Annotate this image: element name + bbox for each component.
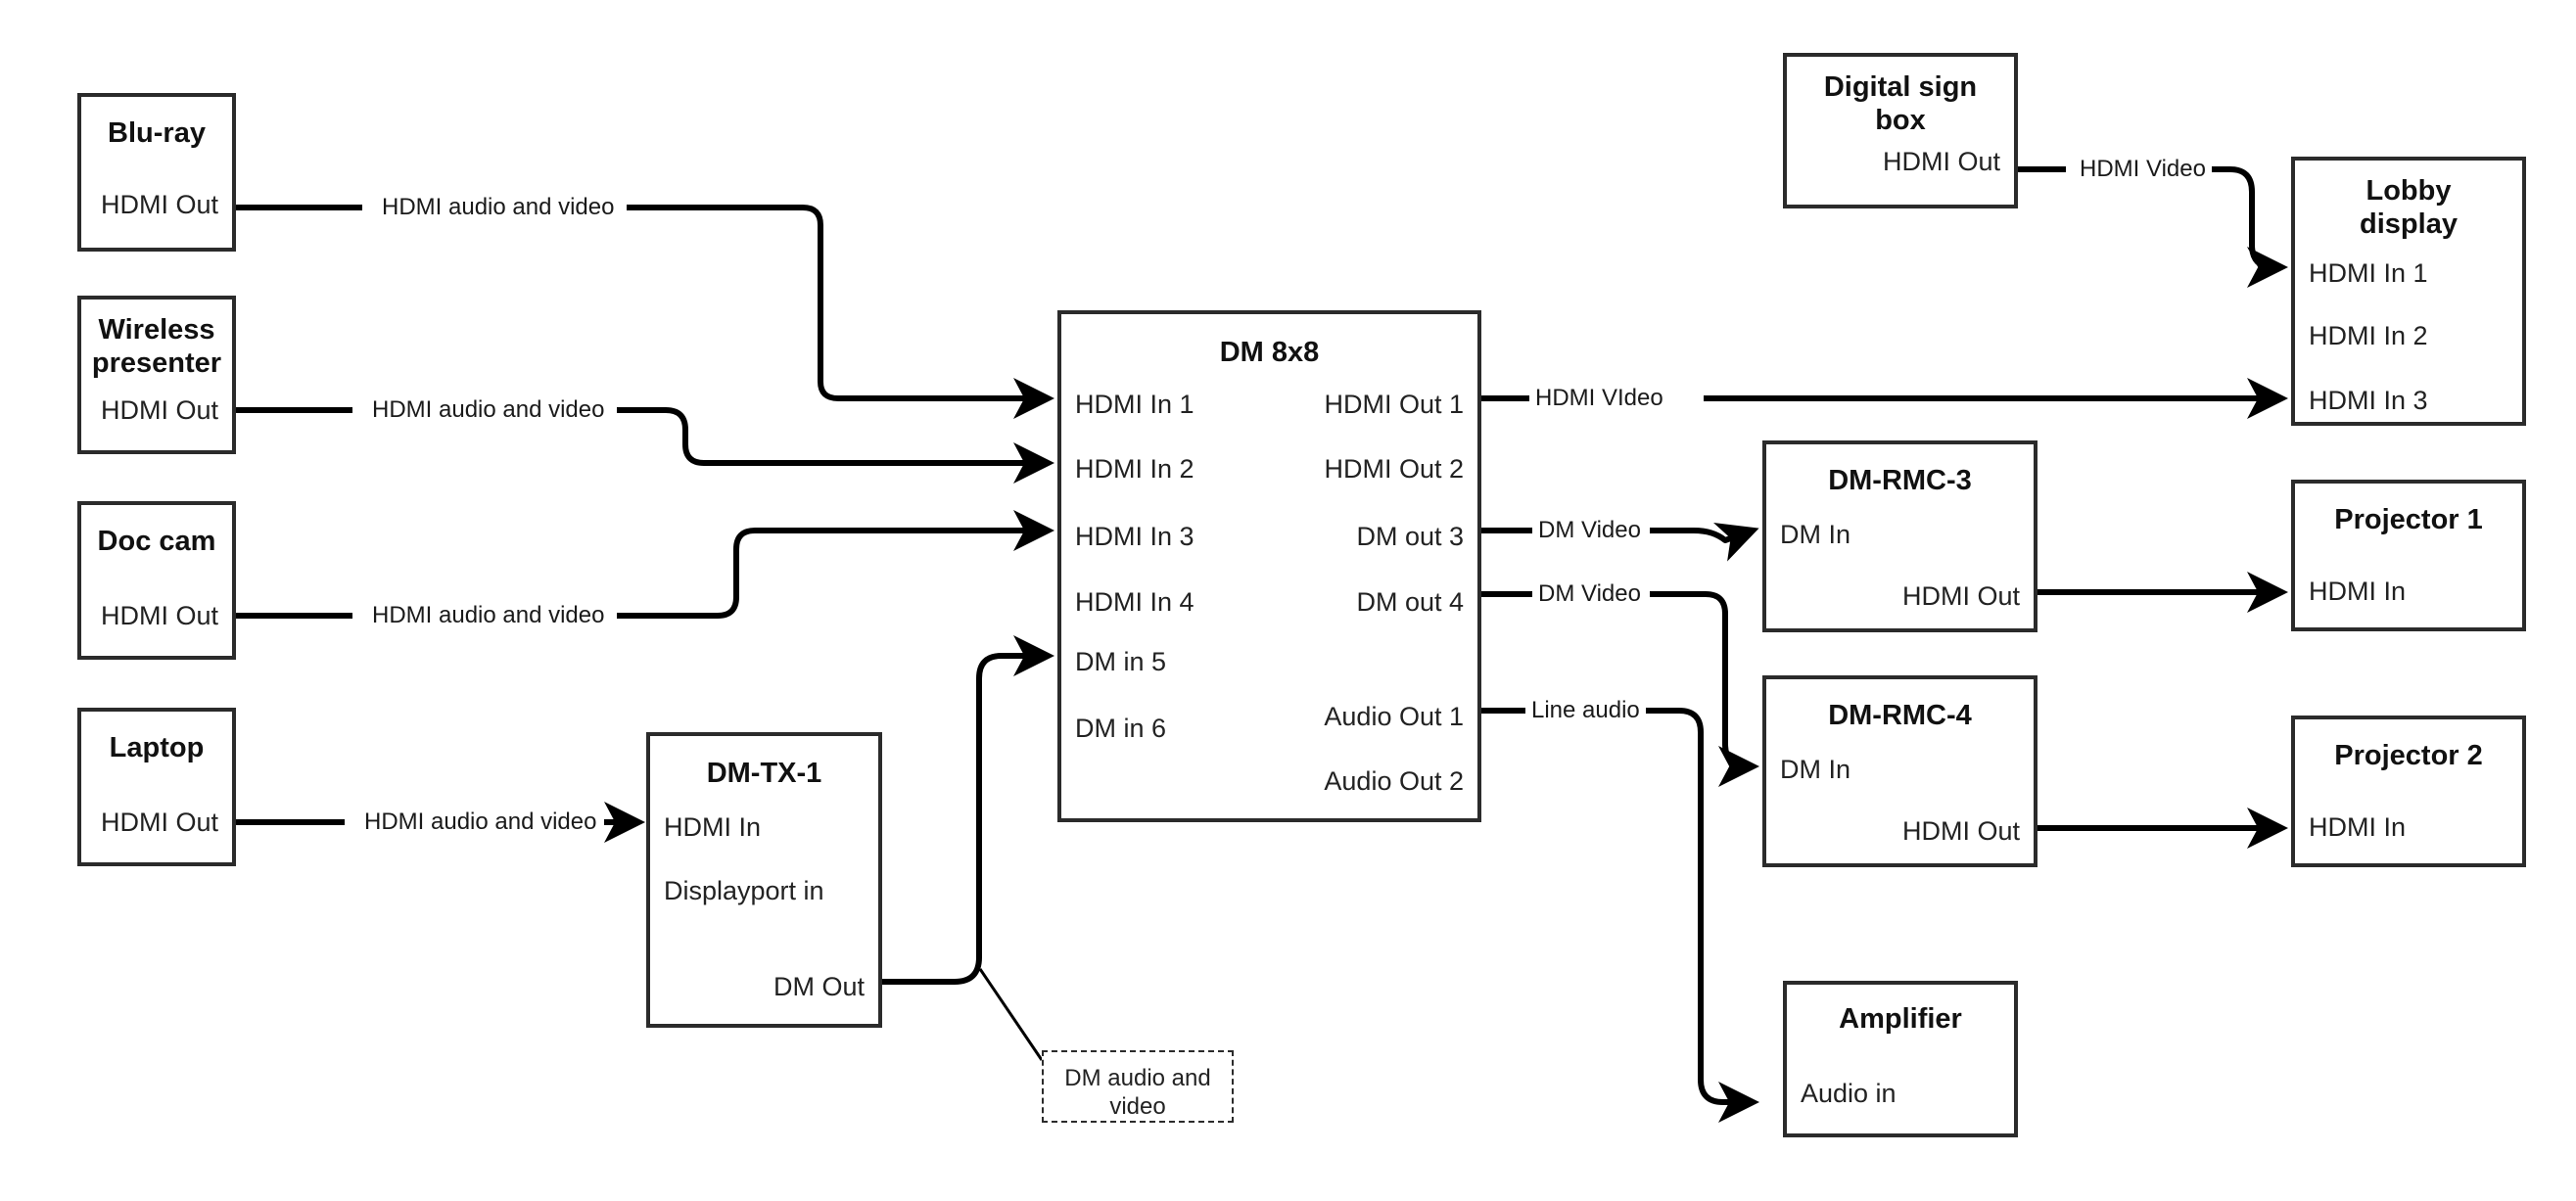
wire-label-wireless: HDMI audio and video (366, 398, 611, 422)
node-dm-8x8-input-6: DM in 6 (1075, 714, 1167, 743)
wire-label-sign-to-lobby: HDMI Video (2074, 158, 2212, 181)
node-amplifier[interactable]: Amplifier Audio in (1783, 981, 2018, 1137)
wire-label-doccam: HDMI audio and video (366, 604, 611, 627)
node-dm-8x8[interactable]: DM 8x8 HDMI In 1 HDMI In 2 HDMI In 3 HDM… (1057, 310, 1481, 822)
node-dm-tx-1-port-dm-out: DM Out (773, 972, 865, 1001)
node-dm-8x8-title: DM 8x8 (1219, 337, 1320, 368)
node-digital-sign-box[interactable]: Digital sign box HDMI Out (1783, 53, 2018, 208)
wire-dmout3-to-rmc3-b (1650, 522, 1759, 562)
node-amplifier-port-audio-in: Audio in (1801, 1079, 1897, 1108)
node-dm-8x8-output-3: DM out 3 (1356, 522, 1464, 551)
node-digital-sign-box-title-line1: Digital sign (1823, 71, 1978, 103)
note-dm-audio-and-video: DM audio and video (1042, 1050, 1234, 1123)
node-laptop[interactable]: Laptop HDMI Out (77, 708, 236, 866)
node-dm-8x8-output-2: HDMI Out 2 (1324, 454, 1464, 484)
node-doc-cam-port-hdmi-out: HDMI Out (100, 601, 218, 630)
node-laptop-port-hdmi-out: HDMI Out (100, 808, 218, 837)
node-wireless-presenter-port-hdmi-out: HDMI Out (100, 395, 218, 425)
node-projector-2-port-hdmi-in: HDMI In (2309, 812, 2407, 842)
node-dm-rmc-4-port-hdmi-out: HDMI Out (1901, 816, 2020, 846)
node-dm-rmc-3-port-dm-in: DM In (1780, 520, 1851, 549)
node-dm-tx-1-port-displayport-in: Displayport in (664, 876, 824, 905)
wire-dmout4-to-rmc4-b (1650, 591, 1759, 787)
node-doc-cam[interactable]: Doc cam HDMI Out (77, 501, 236, 660)
node-lobby-display-input-2: HDMI In 2 (2309, 321, 2428, 350)
node-dm-tx-1[interactable]: DM-TX-1 HDMI In Displayport in DM Out (646, 732, 882, 1028)
node-dm-8x8-output-1: HDMI Out 1 (1324, 390, 1464, 419)
node-bluray[interactable]: Blu-ray HDMI Out (77, 93, 236, 252)
node-dm-8x8-input-3: HDMI In 3 (1075, 522, 1194, 551)
node-digital-sign-box-port-hdmi-out: HDMI Out (1882, 147, 2000, 176)
node-projector-1-port-hdmi-in: HDMI In (2309, 577, 2407, 606)
node-lobby-display-input-1: HDMI In 1 (2309, 258, 2428, 288)
wire-dmtx1-to-dm8x8 (882, 635, 1054, 985)
node-laptop-title: Laptop (109, 732, 205, 763)
node-wireless-presenter[interactable]: Wireless presenter HDMI Out (77, 296, 236, 454)
node-dm-8x8-input-2: HDMI In 2 (1075, 454, 1194, 484)
node-doc-cam-title: Doc cam (97, 526, 216, 557)
wire-wireless-to-dm8x8-b (617, 407, 1054, 484)
node-wireless-presenter-title-line1: Wireless (98, 314, 215, 346)
node-projector-1[interactable]: Projector 1 HDMI In (2291, 480, 2526, 631)
node-dm-8x8-input-4: HDMI In 4 (1075, 587, 1194, 617)
node-lobby-display[interactable]: Lobby display HDMI In 1 HDMI In 2 HDMI I… (2291, 157, 2526, 426)
wire-label-bluray: HDMI audio and video (376, 196, 621, 219)
note-dm-audio-and-video-line2: video (1109, 1093, 1166, 1120)
node-dm-rmc-3[interactable]: DM-RMC-3 DM In HDMI Out (1762, 440, 2037, 632)
node-dm-8x8-input-1: HDMI In 1 (1075, 390, 1194, 419)
node-dm-8x8-output-5: Audio Out 1 (1324, 702, 1464, 731)
node-dm-tx-1-port-hdmi-in: HDMI In (664, 812, 762, 842)
node-wireless-presenter-title-line2: presenter (91, 347, 222, 379)
node-lobby-display-title-line1: Lobby (2365, 175, 2452, 207)
node-dm-8x8-input-5: DM in 5 (1075, 647, 1167, 676)
node-dm-rmc-4[interactable]: DM-RMC-4 DM In HDMI Out (1762, 675, 2037, 867)
node-projector-2[interactable]: Projector 2 HDMI In (2291, 716, 2526, 867)
wire-doccam-to-dm8x8-b (617, 510, 1054, 619)
node-dm-tx-1-title: DM-TX-1 (706, 758, 822, 789)
leader-dm-audio-video-note (978, 968, 1044, 1061)
node-amplifier-title: Amplifier (1839, 1003, 1962, 1035)
node-lobby-display-input-3: HDMI In 3 (2309, 386, 2428, 415)
node-lobby-display-title-line2: display (2360, 208, 2458, 240)
node-bluray-title: Blu-ray (108, 117, 206, 149)
node-dm-8x8-output-4: DM out 4 (1356, 587, 1464, 617)
wire-label-audioout1: Line audio (1525, 699, 1646, 722)
node-dm-rmc-4-port-dm-in: DM In (1780, 755, 1851, 784)
node-dm-8x8-output-6: Audio Out 2 (1324, 766, 1464, 796)
node-dm-rmc-3-title: DM-RMC-3 (1828, 465, 1972, 496)
node-projector-1-title: Projector 1 (2334, 504, 2483, 535)
node-projector-2-title: Projector 2 (2334, 740, 2483, 771)
wire-label-laptop: HDMI audio and video (358, 810, 603, 834)
node-dm-rmc-3-port-hdmi-out: HDMI Out (1901, 581, 2020, 611)
node-bluray-port-hdmi-out: HDMI Out (100, 190, 218, 219)
wire-sign-to-lobby-b (2203, 166, 2288, 288)
node-digital-sign-box-title-line2: box (1875, 105, 1926, 136)
wire-label-dmout3: DM Video (1532, 519, 1647, 542)
wire-label-dmout4: DM Video (1532, 582, 1647, 606)
wire-audioout1-to-amp-b (1645, 708, 1759, 1123)
wire-bluray-to-dm8x8-b (627, 205, 1054, 419)
node-dm-rmc-4-title: DM-RMC-4 (1828, 700, 1972, 731)
wire-label-hdmiout1: HDMI VIdeo (1529, 387, 1669, 410)
note-dm-audio-and-video-line1: DM audio and (1064, 1065, 1211, 1091)
